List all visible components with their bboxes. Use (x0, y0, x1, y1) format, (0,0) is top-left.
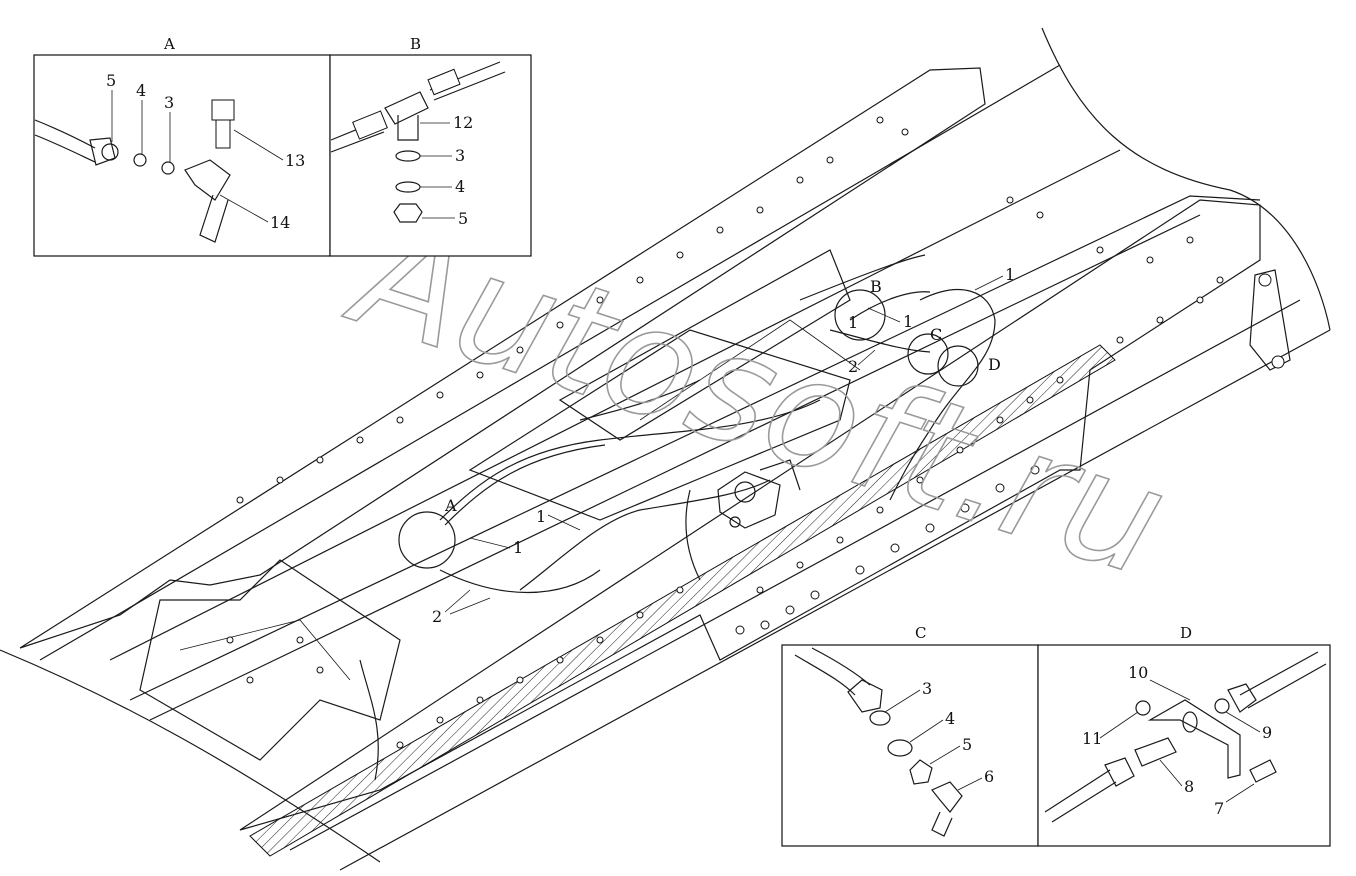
detail-panel-a: A 5 4 3 13 14 (33, 35, 331, 257)
panel-b-label: 12 (453, 113, 473, 132)
panel-b-label: 4 (455, 177, 465, 196)
detail-panel-d: D 10 9 11 8 7 (1037, 624, 1331, 847)
panel-d-title: D (1180, 624, 1192, 642)
panel-d-label: 11 (1082, 729, 1102, 748)
hose-label: 2 (432, 607, 442, 626)
pipe-label: 1 (903, 312, 913, 331)
rail-holes (226, 116, 1224, 749)
panel-b-label: 3 (455, 146, 465, 165)
brake-pipes (359, 254, 996, 781)
panel-b-title: B (410, 35, 421, 53)
panel-d-label: 7 (1214, 799, 1224, 818)
frame-assembly (0, 27, 1331, 871)
callout-c: C (930, 325, 942, 344)
panel-a-label: 14 (270, 213, 290, 232)
panel-b-label: 5 (458, 209, 468, 228)
detail-panel-c: C 3 4 5 6 (781, 624, 1039, 847)
pipe-label: 1 (1005, 265, 1015, 284)
pipe-label: 1 (536, 507, 546, 526)
pipe-label: 1 (513, 538, 523, 557)
detail-panel-b: B 12 3 4 5 (329, 35, 532, 257)
panel-a-label: 13 (285, 151, 305, 170)
callout-b: B (870, 277, 882, 296)
panel-a-label: 4 (136, 81, 146, 100)
panel-a-title: A (163, 35, 175, 53)
main-labels: A B C D 1 1 1 1 1 2 2 (432, 265, 1015, 626)
callout-a: A (444, 496, 457, 515)
callout-d: D (988, 355, 1001, 374)
pipe-label: 1 (848, 313, 858, 332)
panel-c-title: C (915, 624, 926, 642)
panel-a-label: 5 (106, 71, 116, 90)
panel-d-label: 8 (1184, 777, 1194, 796)
panel-c-label: 3 (922, 679, 932, 698)
panel-c-label: 5 (962, 735, 972, 754)
panel-d-label: 10 (1128, 663, 1148, 682)
panel-c-label: 4 (945, 709, 955, 728)
panel-a-label: 3 (164, 93, 174, 112)
panel-d-label: 9 (1262, 723, 1272, 742)
hose-label: 2 (848, 357, 858, 376)
panel-c-label: 6 (984, 767, 994, 786)
